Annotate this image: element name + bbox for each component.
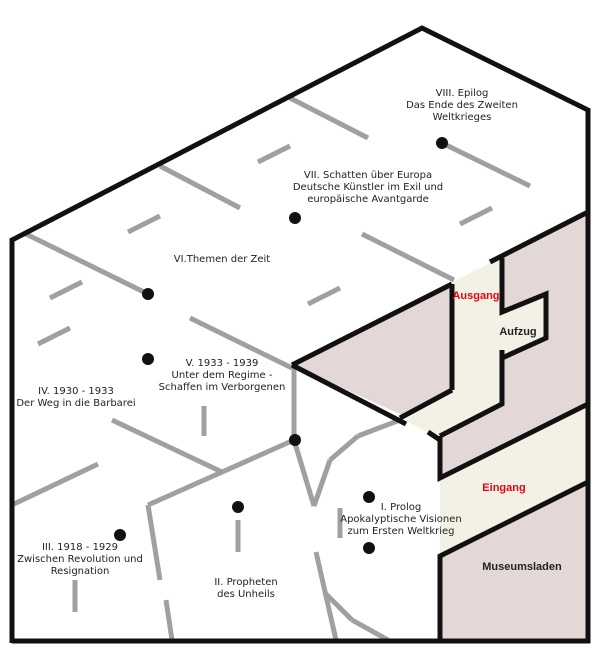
room-subtitle: Unter dem Regime -	[171, 370, 273, 381]
room-title: V. 1933 - 1939	[185, 358, 259, 369]
marker-prolog-2	[363, 542, 375, 554]
outer-walls	[9, 25, 591, 644]
room-subtitle: Das Ende des Zweiten	[406, 100, 518, 111]
room-title: VII. Schatten über Europa	[303, 170, 433, 181]
marker-themen	[142, 288, 154, 300]
room-title: I. Prolog	[380, 502, 422, 513]
marker-regime	[142, 353, 154, 365]
exit-label: Ausgang	[452, 290, 500, 302]
room-label-prolog: I. Prolog Apokalyptische Visionen zum Er…	[340, 502, 462, 538]
marker-junction	[289, 434, 301, 446]
room-title: II. Propheten	[214, 577, 278, 588]
room-label-revolution: III. 1918 - 1929 Zwischen Revolution und…	[17, 542, 143, 578]
room-title: VI.Themen der Zeit	[173, 254, 271, 265]
marker-epilog	[436, 137, 448, 149]
room-label-barbarei: IV. 1930 - 1933 Der Weg in die Barbarei	[16, 386, 135, 410]
room-subtitle: Zwischen Revolution und	[17, 554, 143, 565]
room-subtitle: Resignation	[50, 566, 110, 577]
elevator-label: Aufzug	[499, 326, 537, 338]
room-subtitle: Weltkrieges	[432, 112, 492, 123]
shop-area	[440, 482, 588, 640]
entrance-label: Eingang	[482, 482, 526, 494]
room-subtitle: zum Ersten Weltkrieg	[347, 526, 455, 537]
room-label-themen: VI.Themen der Zeit	[174, 254, 270, 266]
shop-label: Museumsladen	[482, 561, 562, 573]
room-label-schatten: VII. Schatten über Europa Deutsche Künst…	[293, 170, 443, 206]
room-subtitle: Schaffen im Verborgenen	[158, 382, 286, 393]
room-label-propheten: II. Propheten des Unheils	[214, 577, 277, 601]
partition-walls	[12, 95, 532, 643]
marker-prolog-1	[363, 491, 375, 503]
room-label-epilog: VIII. Epilog Das Ende des Zweiten Weltkr…	[406, 88, 518, 124]
room-subtitle: Deutsche Künstler im Exil und	[292, 182, 444, 193]
marker-propheten	[232, 501, 244, 513]
room-subtitle: Der Weg in die Barbarei	[16, 398, 136, 409]
shaded-area-left	[292, 284, 452, 416]
room-title: IV. 1930 - 1933	[38, 386, 114, 397]
room-title: III. 1918 - 1929	[41, 542, 119, 553]
room-subtitle: des Unheils	[217, 589, 275, 600]
room-subtitle: europäische Avantgarde	[307, 194, 429, 205]
exhibit-markers	[114, 137, 448, 554]
shaded-area-right	[440, 214, 588, 478]
marker-schatten	[289, 212, 301, 224]
room-label-regime: V. 1933 - 1939 Unter dem Regime - Schaff…	[159, 358, 286, 394]
room-title: VIII. Epilog	[435, 88, 489, 99]
marker-revolution	[114, 529, 126, 541]
room-subtitle: Apokalyptische Visionen	[340, 514, 462, 525]
